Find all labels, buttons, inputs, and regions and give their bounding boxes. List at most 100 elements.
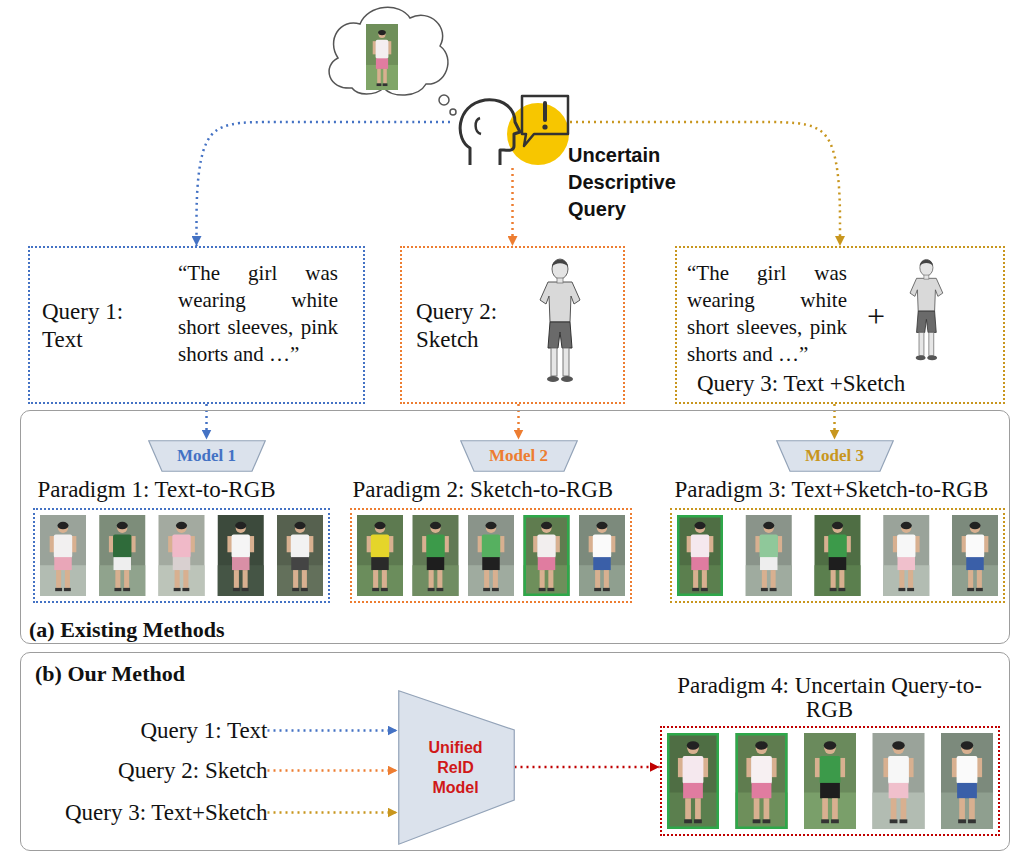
person-hair [687, 741, 699, 749]
person-shoe [182, 588, 189, 591]
person-arm [755, 536, 760, 552]
person-hair [763, 522, 774, 529]
person-shoe [242, 588, 249, 591]
person-leg [959, 798, 965, 819]
exclamation-mark [542, 124, 547, 129]
match-highlight [525, 516, 569, 595]
trapezoid-shape [776, 440, 893, 471]
person-shoe [830, 588, 837, 591]
person-photo [579, 515, 625, 596]
person-photo [677, 515, 723, 596]
person-leg [243, 570, 248, 588]
query-label: Query 3: Text+Sketch [28, 798, 268, 828]
text-holder: Query 2: Sketch [416, 298, 516, 354]
person-leg [437, 570, 442, 588]
person-photo [804, 733, 856, 829]
photo-background [99, 515, 145, 596]
person-shorts [829, 557, 846, 570]
person-photo [667, 733, 719, 829]
person-arm [500, 536, 505, 552]
photo-background [524, 515, 570, 596]
person-shoe [761, 588, 768, 591]
person-shirt [371, 534, 389, 557]
person-leg [969, 798, 975, 819]
person-shorts [593, 557, 610, 570]
text-holder: Paradigm 2: Sketch-to-RGB [353, 476, 653, 504]
person-shirt [113, 534, 131, 557]
person-shoe [55, 588, 62, 591]
person-arm [678, 758, 683, 777]
node-text: Query 3: Text +Sketch [697, 370, 997, 398]
person-leg [383, 69, 387, 84]
person-shirt [291, 534, 309, 557]
photo-background [952, 515, 998, 596]
person-hair [430, 522, 441, 529]
person-photo [941, 733, 993, 829]
person-arm [771, 758, 776, 777]
person-shorts [232, 557, 249, 570]
person-leg [56, 570, 61, 588]
photo-background [413, 515, 459, 596]
person-shoe [692, 588, 699, 591]
node-text: Paradigm 4: Uncertain Query-to-RGB [662, 674, 998, 722]
person-shoe [898, 588, 905, 591]
person-shoe [890, 819, 898, 823]
text-holder: + [859, 298, 893, 334]
node-text: Query 2: Sketch [28, 756, 268, 786]
person-hair [694, 522, 705, 529]
photo-background [941, 733, 993, 829]
person-hair [824, 741, 836, 749]
person-hair [374, 522, 385, 529]
node-text: Model 2 [460, 445, 578, 467]
photo-background [883, 515, 929, 596]
person-shoe [301, 588, 308, 591]
person-shirt [482, 534, 500, 557]
person-arm [589, 536, 594, 552]
person-arm [846, 536, 851, 552]
person-leg [839, 570, 844, 588]
text-holder: (a) Existing Methods [29, 617, 349, 643]
person-arm [977, 758, 982, 777]
person-leg [754, 798, 760, 819]
person-shoe [428, 588, 435, 591]
trapezoid-shape [460, 440, 577, 471]
person-leg [595, 570, 600, 588]
person-arm [777, 536, 782, 552]
gallery-box: Paradigm 2: Sketch-to-RGB [350, 508, 632, 603]
flow-arrow [197, 122, 451, 246]
text-holder: “The girl was wearing white short sleeve… [178, 260, 338, 368]
person-leg [693, 570, 698, 588]
person-arm [533, 536, 538, 552]
photo-background [40, 515, 86, 596]
photo-background [468, 515, 514, 596]
query-source-icon: Uncertain Descriptive Query [450, 92, 570, 168]
query-label: Query 2: Sketch [28, 756, 268, 786]
person-photo [815, 515, 861, 596]
node-text: Query 2: Sketch [416, 298, 516, 354]
model-block: Model 2 [460, 440, 578, 472]
query-box: Query 1: Text“The girl was wearing white… [28, 246, 365, 404]
person-shorts [683, 783, 703, 798]
person-shoe [701, 588, 708, 591]
photo-background [815, 515, 861, 596]
person-leg [548, 570, 553, 588]
person-hair [901, 522, 912, 529]
photo-background [873, 733, 925, 829]
person-photo [159, 515, 205, 596]
text-holder: Model 3 [776, 445, 894, 467]
person-shirt [426, 534, 444, 557]
person-hair [57, 522, 68, 529]
node-text: Unified ReID Model [416, 738, 496, 798]
person-shorts [371, 557, 388, 570]
person-shoe [838, 588, 845, 591]
node-text: Model 1 [148, 445, 266, 467]
person-arm [908, 758, 913, 777]
person-arm [478, 536, 483, 552]
text-holder: Query 2: Sketch [28, 756, 268, 786]
person-shoe [539, 588, 546, 591]
person-arm [444, 536, 449, 552]
person-shoe [292, 588, 299, 591]
person-leg [891, 798, 897, 819]
person-shorts [752, 783, 772, 798]
